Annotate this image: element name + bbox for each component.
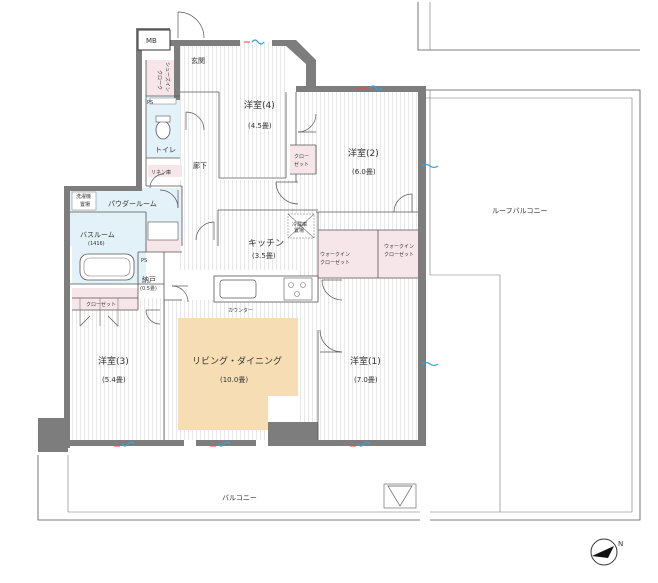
washing-machine-icon — [71, 191, 97, 211]
vent-icon — [350, 441, 371, 447]
balcony-label: バルコニー — [222, 494, 257, 502]
closet-western4-floor — [290, 145, 316, 173]
roof-balcony-label: ルーフバルコニー — [492, 207, 547, 215]
powder-room-label: パウダールーム — [108, 199, 157, 208]
north-label: N — [618, 540, 623, 548]
vent-icon — [421, 361, 439, 367]
bath-name: バスルーム — [80, 231, 115, 239]
walkin-left-label-1: ウォークイン — [320, 251, 350, 258]
partitions — [70, 60, 418, 440]
walls — [38, 28, 426, 452]
washbasin-icon — [147, 221, 179, 241]
vent-icon — [114, 441, 135, 447]
toilet-icon — [155, 120, 171, 140]
ps-label-lower: PS — [141, 258, 147, 264]
entrance-label: 玄関 — [191, 56, 205, 65]
toilet-label: トイレ — [155, 146, 176, 154]
roof-balcony-outline — [417, 2, 641, 521]
sink-icon — [219, 279, 257, 299]
kitchen-name: キッチン — [248, 238, 284, 249]
hatch-icon — [387, 485, 413, 507]
floor-areas — [70, 42, 418, 440]
labels: MB 玄関 シューズイン クローク PS トイレ 廊下 リネン庫 パウダールーム… — [76, 37, 547, 502]
vent-icon — [421, 163, 439, 169]
linen-floor — [148, 165, 182, 177]
stove-icon — [283, 277, 313, 301]
walkin-right-floor — [378, 230, 418, 278]
western1-name: 洋室(1) — [350, 355, 381, 367]
walkin-right-label-1: ウォークイン — [384, 243, 414, 250]
linen-label: リネン庫 — [151, 169, 171, 176]
western4-name: 洋室(4) — [244, 99, 275, 111]
north-arrow: N — [590, 538, 623, 566]
fridge-label-1: 冷蔵庫 — [292, 221, 307, 228]
closet-western3-floor — [72, 288, 138, 310]
laundry-shelf — [146, 240, 181, 252]
shoes-closet-label-2: クローク — [156, 70, 162, 90]
western2-name: 洋室(2) — [348, 147, 379, 159]
bathtub-icon — [79, 253, 135, 281]
walkin-right-label-2: クローゼット — [384, 251, 414, 258]
bath-size: (1416) — [88, 241, 105, 247]
storage-name: 納戸 — [142, 275, 156, 284]
vent-icon — [210, 441, 231, 447]
shoes-closet-label-1: シューズイン — [164, 62, 171, 92]
western3-size: (5.4畳) — [102, 376, 126, 384]
storage-size: (0.5畳) — [140, 286, 157, 292]
window-vents — [114, 39, 439, 447]
vent-icon — [356, 85, 383, 91]
western3-name: 洋室(3) — [98, 355, 129, 367]
walkin-left-floor — [318, 230, 378, 278]
western1-size: (7.0畳) — [354, 376, 378, 384]
hallway-floor — [182, 92, 219, 187]
washing-label-2: 置場 — [80, 201, 90, 208]
balcony-outline — [37, 455, 420, 521]
doors — [145, 11, 413, 353]
fridge-label-2: 置場 — [294, 227, 304, 234]
ldk-size: (10.0畳) — [220, 376, 248, 384]
western2-size: (6.0畳) — [352, 168, 376, 176]
fixtures — [71, 29, 417, 509]
washing-label-1: 洗濯機 — [76, 193, 91, 200]
closet-western4-label-1: クロー — [294, 154, 309, 160]
closet-western3-label: クローゼット — [86, 301, 116, 308]
walkin-left-label-2: クローゼット — [320, 259, 350, 266]
ldk-name: リビング・ダイニング — [192, 355, 282, 367]
western4-size: (4.5畳) — [248, 122, 272, 130]
mb-box — [137, 29, 171, 51]
vent-icon — [244, 39, 265, 45]
kitchen-size: (3.5畳) — [252, 252, 276, 260]
closet-western4-label-2: ゼット — [294, 161, 309, 168]
hallway-label: 廊下 — [193, 161, 207, 170]
counter-label: カウンター — [228, 307, 253, 314]
ps-label-upper: PS — [147, 100, 153, 106]
room-western1-floor — [318, 280, 418, 440]
mb-label: MB — [146, 37, 157, 45]
